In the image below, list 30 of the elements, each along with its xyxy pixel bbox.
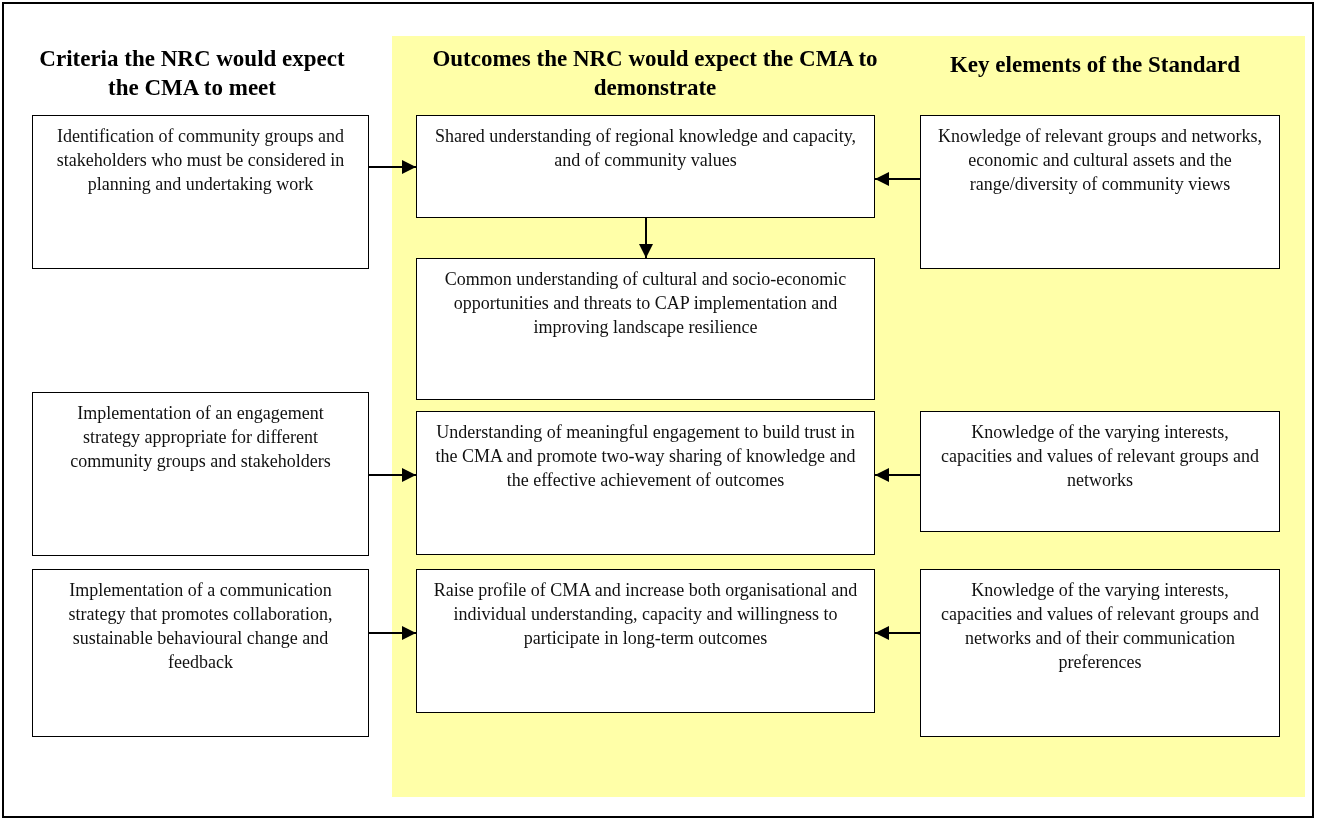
- arrow: [368, 468, 417, 482]
- arrow: [874, 172, 921, 186]
- text-box: [32, 392, 369, 556]
- column-heading: Criteria the NRC would expect the CMA to meet: [38, 45, 346, 102]
- box-text: Common understanding of cultural and socio-economic opportunities and threats to CAP implementation and improving landscape resilience: [443, 268, 848, 339]
- text-box: [416, 569, 875, 713]
- box-text: Knowledge of relevant groups and networks, economic and cultural assets and the range/diversity of community views: [937, 125, 1263, 196]
- box-text: Implementation of a communication strategy that promotes collaboration, sustainable behavioural change and feedback: [67, 579, 334, 674]
- arrow: [639, 217, 653, 259]
- box-text: Implementation of an engagement strategy appropriate for different community groups and stakeholders: [69, 402, 332, 473]
- text-box: [920, 569, 1280, 737]
- text-box: [920, 411, 1280, 532]
- arrow: [874, 468, 921, 482]
- box-text: Raise profile of CMA and increase both organisational and individual understanding, capacity and willingness to participate in long-term outcomes: [432, 579, 859, 650]
- box-text: Knowledge of the varying interests, capacities and values of relevant groups and networks and of their communication preferences: [940, 579, 1260, 674]
- text-box: [32, 115, 369, 269]
- text-box: [32, 569, 369, 737]
- text-box: [920, 115, 1280, 269]
- box-text: Understanding of meaningful engagement to build trust in the CMA and promote two-way sharing of knowledge and the effective achievement of outcomes: [434, 421, 857, 492]
- text-box: [416, 258, 875, 400]
- box-text: Identification of community groups and stakeholders who must be considered in planning and undertaking work: [55, 125, 346, 196]
- box-text: Shared understanding of regional knowledge and capacity, and of community values: [433, 125, 858, 172]
- box-text: Knowledge of the varying interests, capacities and values of relevant groups and networks: [940, 421, 1260, 492]
- column-heading: Key elements of the Standard: [949, 51, 1241, 79]
- arrow: [874, 626, 921, 640]
- arrow: [368, 626, 417, 640]
- text-box: [416, 115, 875, 218]
- arrow: [368, 160, 417, 174]
- text-box: [416, 411, 875, 555]
- column-heading: Outcomes the NRC would expect the CMA to demonstrate: [431, 45, 879, 102]
